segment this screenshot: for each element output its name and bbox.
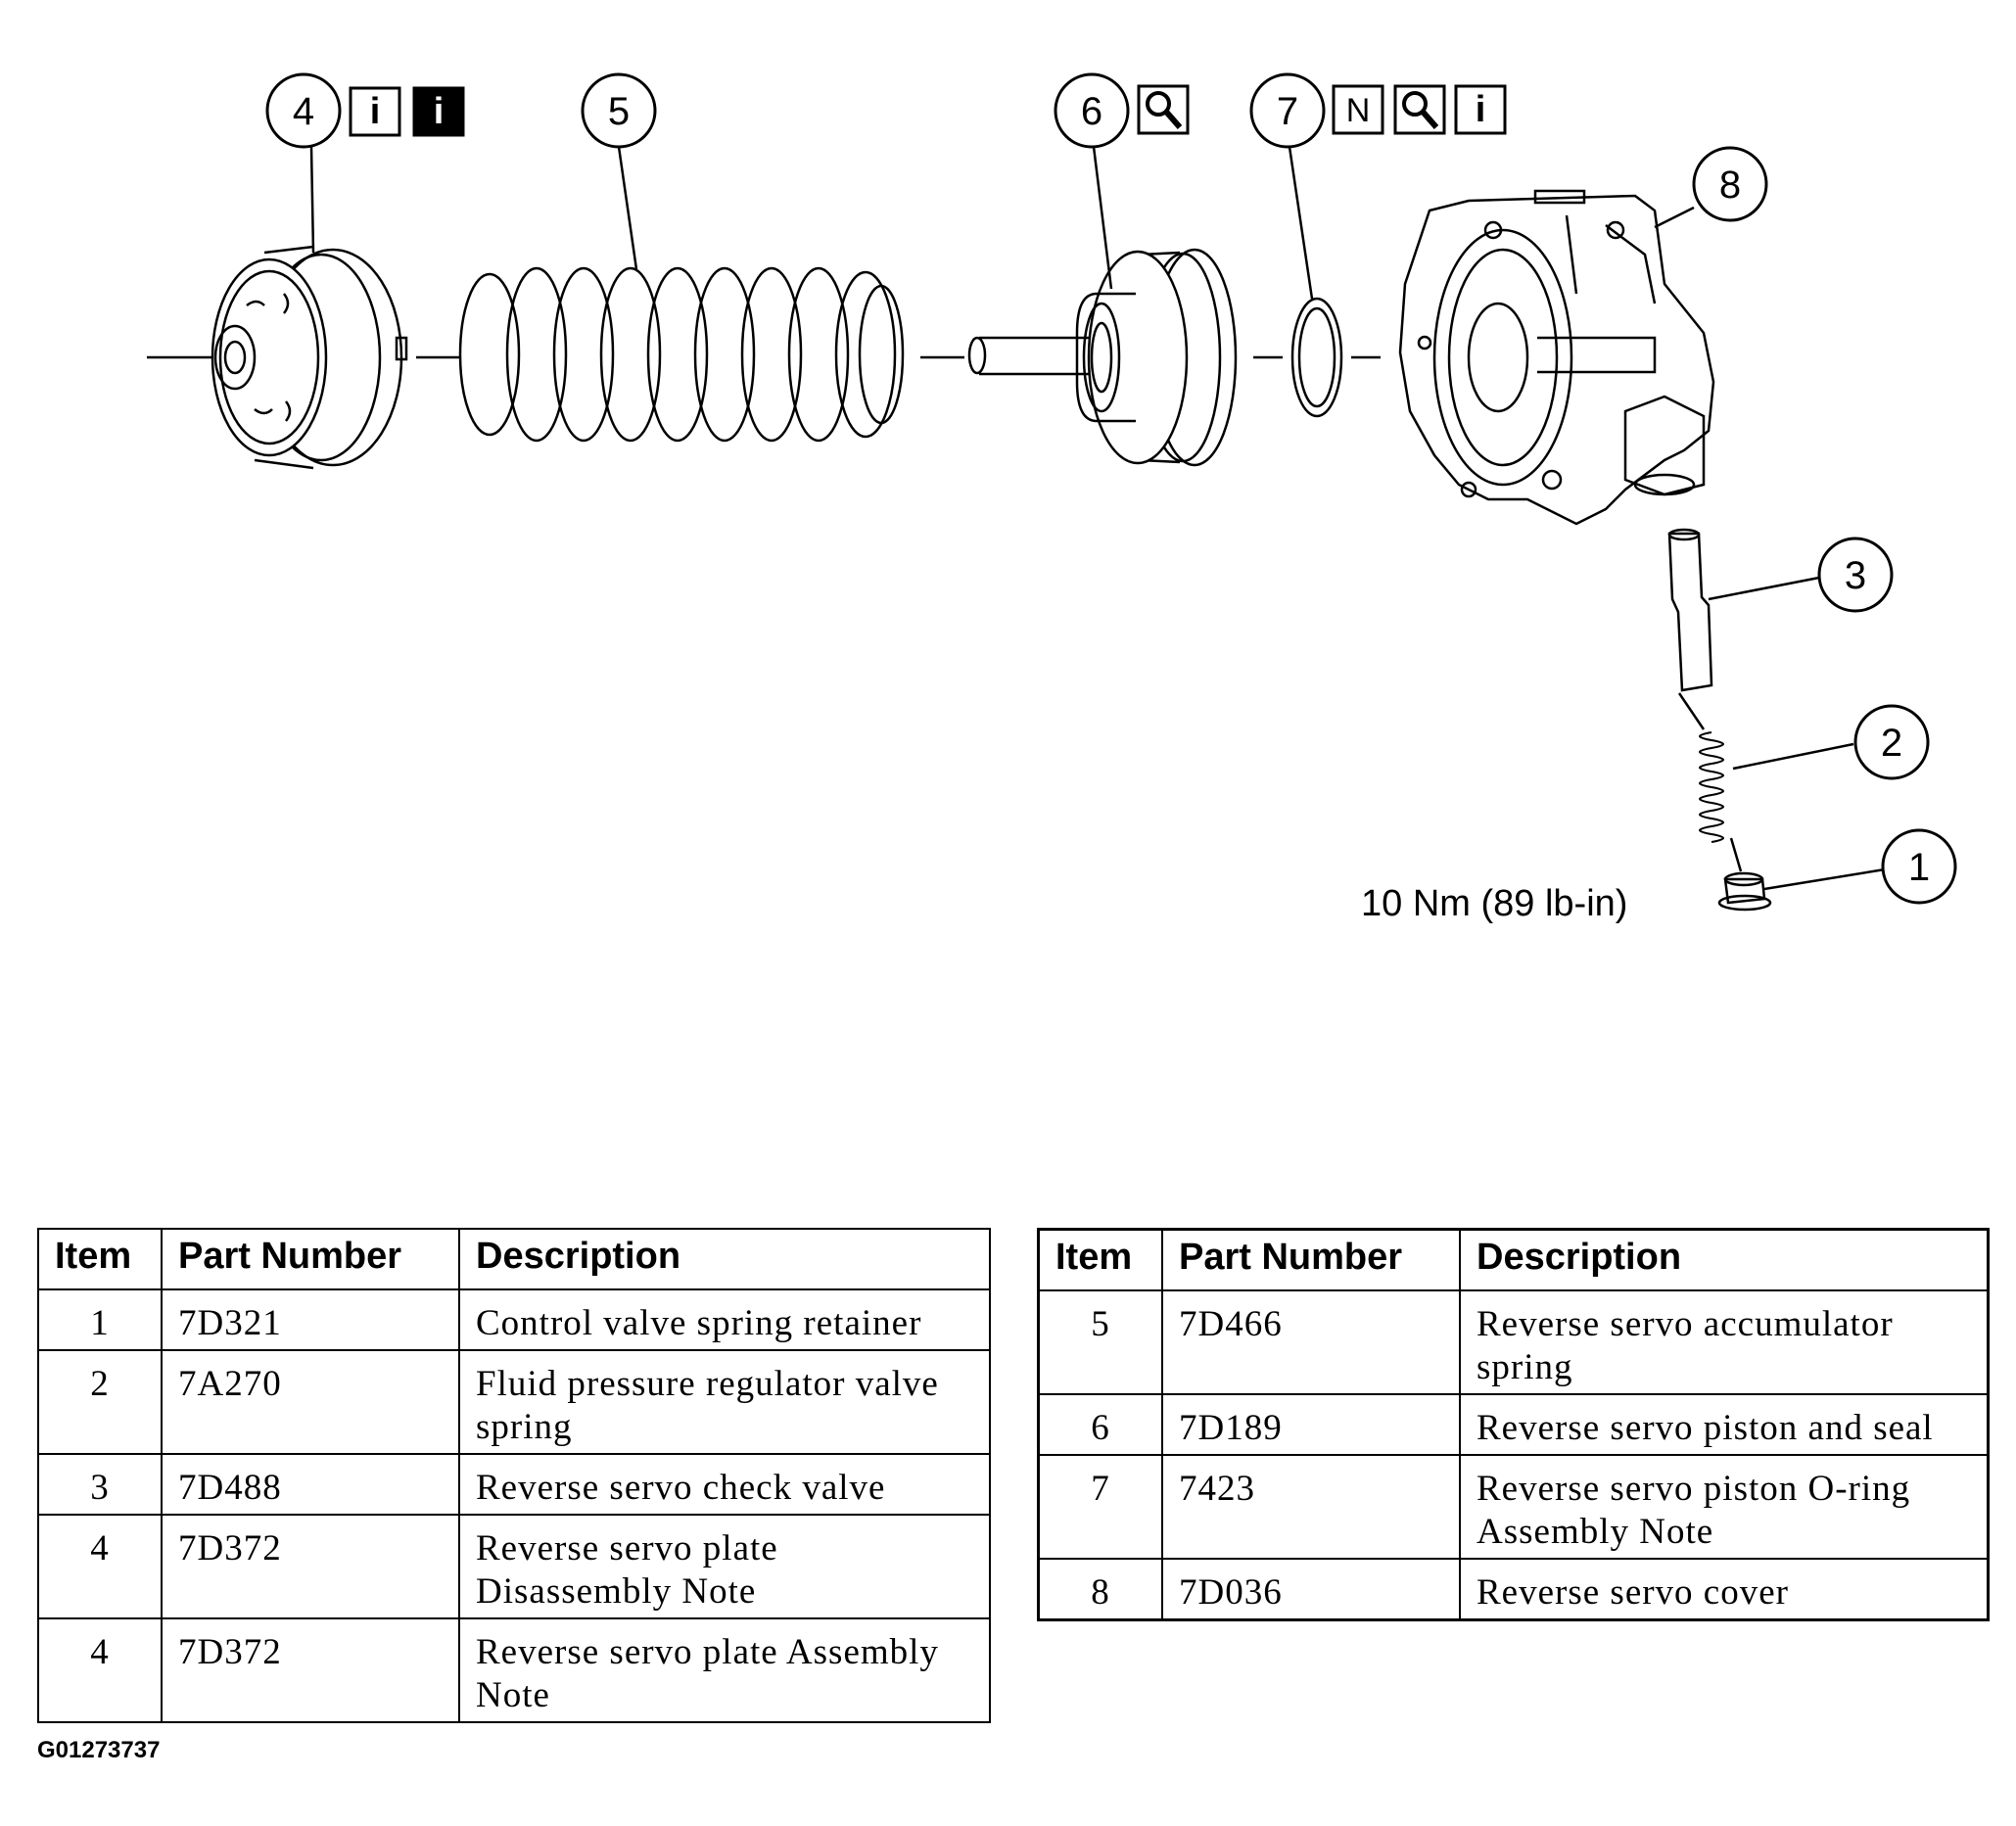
callout-6: 6 xyxy=(1081,90,1102,133)
new-part-icon[interactable]: N xyxy=(1332,84,1384,135)
cell-item: 1 xyxy=(37,1288,163,1351)
callout-7: 7 xyxy=(1277,90,1298,133)
cell-description: Reverse servo plate Disassembly Note xyxy=(458,1514,991,1619)
table-row: 2 7A270 Fluid pressure regulator valve s… xyxy=(37,1349,991,1455)
cell-part-number: 7D466 xyxy=(1161,1289,1461,1395)
cell-description: Control valve spring retainer xyxy=(458,1288,991,1351)
cell-item: 8 xyxy=(1037,1558,1163,1621)
magnifier-icon[interactable] xyxy=(1137,84,1190,135)
cell-item: 7 xyxy=(1037,1454,1163,1560)
table-row: 7 7423 Reverse servo piston O-ring Assem… xyxy=(1037,1454,1990,1560)
servo-piston-part xyxy=(967,248,1238,467)
callout-6-circle xyxy=(1054,72,1130,149)
svg-text:i: i xyxy=(434,91,445,132)
header-part-number: Part Number xyxy=(1161,1228,1461,1291)
cell-description: Reverse servo cover xyxy=(1459,1558,1990,1621)
table-header-row: Item Part Number Description xyxy=(37,1228,991,1290)
servo-plate-part xyxy=(211,245,408,470)
callout-8: 8 xyxy=(1719,164,1741,207)
parts-table-left: Item Part Number Description 1 7D321 Con… xyxy=(37,1228,991,1723)
header-item: Item xyxy=(1037,1228,1163,1291)
callout-5-circle xyxy=(581,72,657,149)
table-row: 8 7D036 Reverse servo cover xyxy=(1037,1558,1990,1621)
svg-text:i: i xyxy=(1476,89,1486,130)
callout-1-circle xyxy=(1881,828,1957,905)
callout-1: 1 xyxy=(1908,846,1930,889)
cell-part-number: 7423 xyxy=(1161,1454,1461,1560)
callout-4: 4 xyxy=(293,90,314,133)
exploded-parts-diagram: 4 5 6 7 8 3 2 1 i i N i xyxy=(147,72,1957,912)
cell-item: 3 xyxy=(37,1453,163,1516)
callout-3-circle xyxy=(1817,537,1894,613)
svg-text:N: N xyxy=(1346,92,1371,129)
callout-5: 5 xyxy=(608,90,630,133)
o-ring-part xyxy=(1290,297,1343,418)
table-row: 4 7D372 Reverse servo plate Disassembly … xyxy=(37,1514,991,1619)
callout-4-circle xyxy=(265,72,342,149)
header-item: Item xyxy=(37,1228,163,1290)
cell-description: Reverse servo piston and seal xyxy=(1459,1393,1990,1456)
cell-description: Reverse servo check valve xyxy=(458,1453,991,1516)
parts-table-right: Item Part Number Description 5 7D466 Rev… xyxy=(1037,1228,1990,1621)
info-icon[interactable]: i xyxy=(1454,84,1507,135)
info-icon[interactable]: i xyxy=(349,86,401,137)
figure-id: G01273737 xyxy=(37,1737,161,1763)
info-icon-dark[interactable]: i xyxy=(412,86,465,137)
cell-description: Fluid pressure regulator valve spring xyxy=(458,1349,991,1455)
header-part-number: Part Number xyxy=(161,1228,460,1290)
check-valve-part xyxy=(1667,528,1713,692)
cell-part-number: 7D321 xyxy=(161,1288,460,1351)
cell-description: Reverse servo plate Assembly Note xyxy=(458,1617,991,1723)
cell-part-number: 7A270 xyxy=(161,1349,460,1455)
magnifier-icon[interactable] xyxy=(1393,84,1446,135)
spring-retainer-part xyxy=(1717,871,1772,912)
cell-description: Reverse servo accumulator spring xyxy=(1459,1289,1990,1395)
cell-part-number: 7D372 xyxy=(161,1617,460,1723)
table-row: 4 7D372 Reverse servo plate Assembly Not… xyxy=(37,1617,991,1723)
svg-text:i: i xyxy=(370,91,381,132)
cell-part-number: 7D036 xyxy=(1161,1558,1461,1621)
accumulator-spring-part xyxy=(458,266,905,443)
callout-8-circle xyxy=(1692,146,1768,222)
callout-2-circle xyxy=(1853,704,1930,780)
callout-2: 2 xyxy=(1881,722,1902,765)
table-row: 5 7D466 Reverse servo accumulator spring xyxy=(1037,1289,1990,1395)
cell-item: 2 xyxy=(37,1349,163,1455)
callout-7-circle xyxy=(1249,72,1326,149)
cell-item: 4 xyxy=(37,1514,163,1619)
cell-item: 5 xyxy=(1037,1289,1163,1395)
table-row: 1 7D321 Control valve spring retainer xyxy=(37,1288,991,1351)
cell-part-number: 7D488 xyxy=(161,1453,460,1516)
regulator-spring-part xyxy=(1699,731,1724,843)
table-header-row: Item Part Number Description xyxy=(1037,1228,1990,1291)
header-description: Description xyxy=(458,1228,991,1290)
cell-part-number: 7D189 xyxy=(1161,1393,1461,1456)
cell-description: Reverse servo piston O-ring Assembly Not… xyxy=(1459,1454,1990,1560)
cell-item: 6 xyxy=(1037,1393,1163,1456)
callout-3: 3 xyxy=(1845,554,1866,597)
cell-item: 4 xyxy=(37,1617,163,1723)
header-description: Description xyxy=(1459,1228,1990,1291)
table-row: 6 7D189 Reverse servo piston and seal xyxy=(1037,1393,1990,1456)
torque-spec: 10 Nm (89 lb-in) xyxy=(1361,883,1628,924)
servo-cover-part xyxy=(1398,189,1715,526)
cell-part-number: 7D372 xyxy=(161,1514,460,1619)
table-row: 3 7D488 Reverse servo check valve xyxy=(37,1453,991,1516)
